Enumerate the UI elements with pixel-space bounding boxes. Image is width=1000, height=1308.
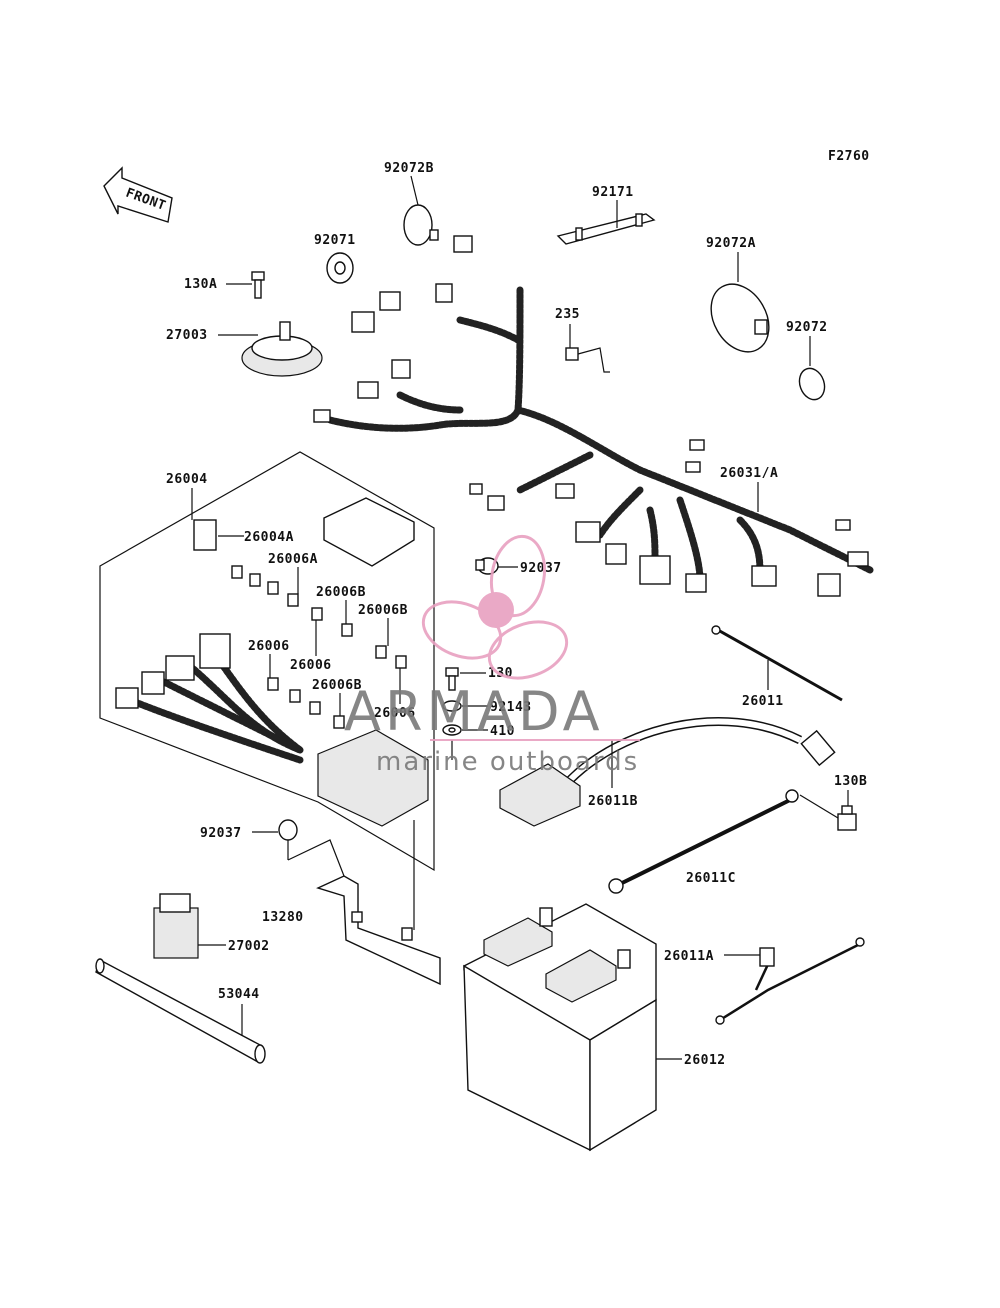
label-26011: 26011 [742,694,784,709]
front-arrow: FRONT [103,166,173,223]
label-26006B-3: 26006B [312,678,362,693]
label-13280: 13280 [262,910,304,925]
battery-26012-part [463,903,657,1152]
watermark-brand: ARMADA [344,680,604,743]
relay-27002-part [153,893,199,959]
fuse-box-group-outline [99,451,435,872]
figure-code: F2760 [828,149,870,164]
label-130B: 130B [834,774,867,789]
label-92071: 92071 [314,233,356,248]
fuse-box-cover-part [323,497,415,567]
cable-26011b-part [499,717,836,827]
watermark-tagline: marine outboards [376,747,639,777]
horn-27003-part [241,321,323,377]
label-27003: 27003 [166,328,208,343]
label-26004: 26004 [166,472,208,487]
label-92037-2: 92037 [200,826,242,841]
label-92072A: 92072A [706,236,756,251]
label-130A: 130A [184,277,217,292]
label-92037-1: 92037 [520,561,562,576]
label-27002: 27002 [228,939,270,954]
label-92072B: 92072B [384,161,434,176]
label-92171: 92171 [592,185,634,200]
label-26031-A: 26031/A [720,466,778,481]
band-92072-part [798,367,826,401]
label-26012: 26012 [684,1053,726,1068]
label-26006B-1: 26006B [316,585,366,600]
clamp-92037-lower-part [278,819,298,841]
label-26006A-1: 26006A [268,552,318,567]
label-26011A: 26011A [664,949,714,964]
bolt-130-part [445,667,459,691]
fuses [231,565,407,729]
label-26004A: 26004A [244,530,294,545]
label-410: 410 [490,724,515,739]
bolt-130a-part [251,271,265,299]
label-53044: 53044 [218,987,260,1002]
washer-410-part [442,724,462,736]
label-26006B-2: 26006B [358,603,408,618]
grommet-92071-part [326,252,354,284]
label-26006-1: 26006 [248,639,290,654]
label-235: 235 [555,307,580,322]
label-26011B: 26011B [588,794,638,809]
bolt-130b-part [837,805,857,831]
band-92072b-part [403,204,439,246]
cable-26011c-part [608,789,799,894]
tube-53044-part [95,958,266,1064]
label-26006-2: 26006 [290,658,332,673]
band-92072a-part [710,283,770,353]
sub-harness [115,633,429,827]
cable-26011-part [711,625,843,702]
harness-connectors [313,235,869,597]
label-26006-3: 26006 [374,706,416,721]
bracket-92171-part [556,213,656,245]
relay-26004a-part [193,519,217,551]
screw-235-part [565,347,610,373]
bracket-13280-part [316,875,441,986]
propeller-logo-icon [421,534,569,680]
cable-26011a-part [715,937,865,1025]
label-26011C: 26011C [686,871,736,886]
watermark: ARMADA marine outboards [344,534,640,777]
washer-92143-part [442,700,462,712]
label-92072: 92072 [786,320,828,335]
label-92143: 92143 [490,700,532,715]
